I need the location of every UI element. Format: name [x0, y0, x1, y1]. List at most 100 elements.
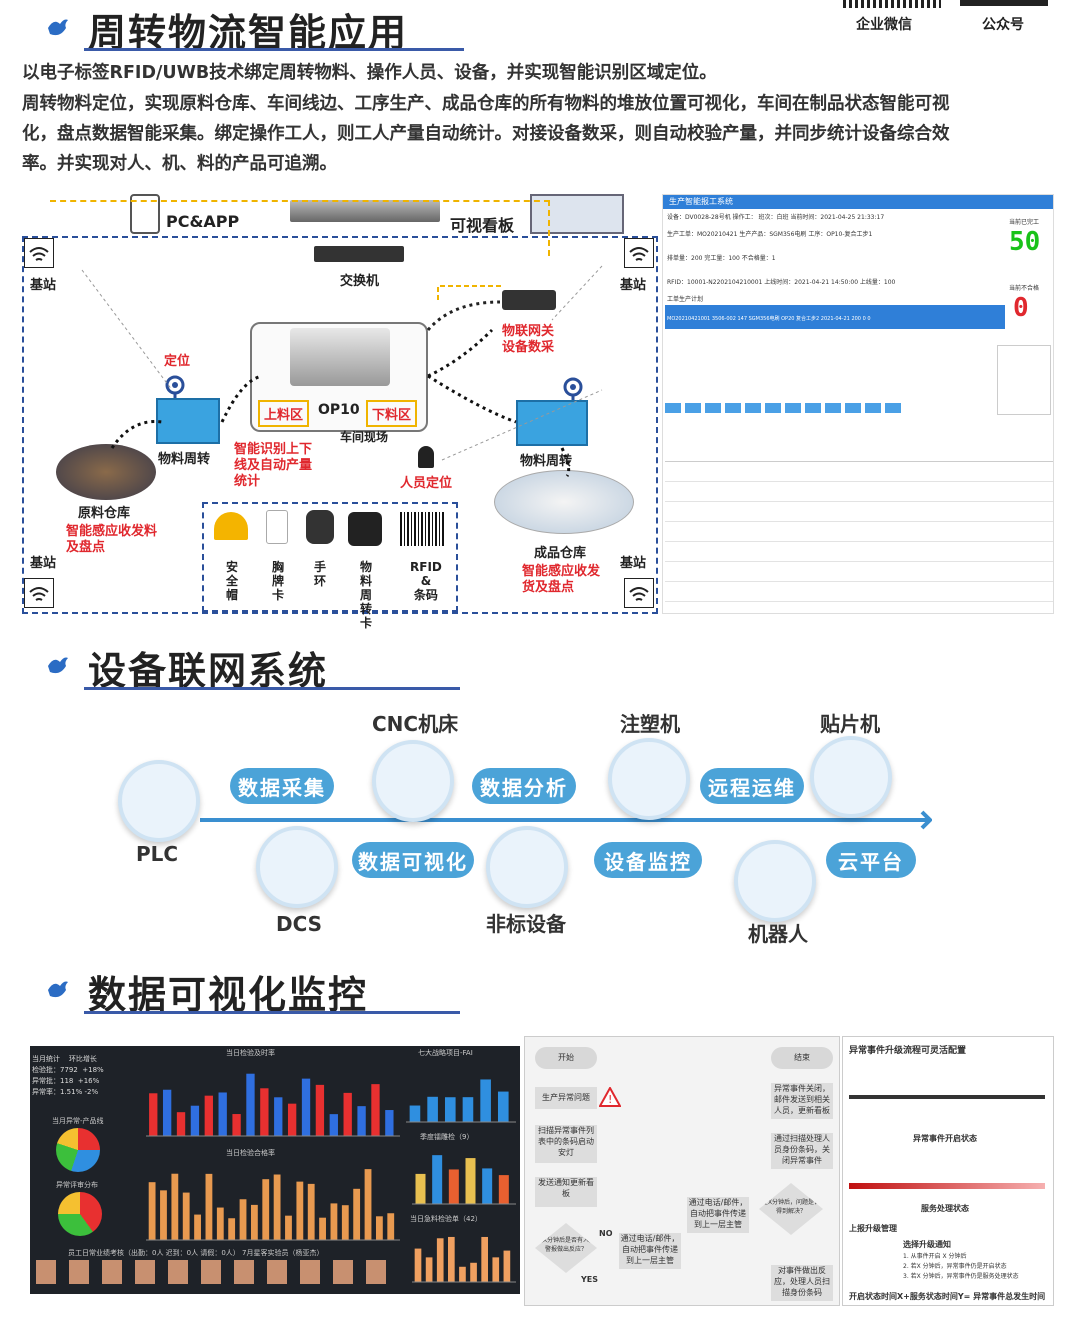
- flow-decision: 在X分钟后，问题是否得到解决？: [759, 1183, 823, 1235]
- intro-paragraph-1: 以电子标签RFID/UWB技术绑定周转物料、操作人员、设备，并实现智能识别区域定…: [22, 63, 717, 83]
- cnc-machine-icon: [290, 328, 390, 386]
- escalate-select: 选择升级通知: [903, 1240, 951, 1249]
- bar: [194, 1214, 201, 1240]
- bar: [371, 1084, 380, 1136]
- bar: [448, 1236, 455, 1282]
- bar: [436, 1238, 444, 1282]
- router-icon: [502, 290, 556, 310]
- chart-title: 员工日常业绩考核（出勤：0人 迟到：0人 请假：0人） 7月星客实验员（杨亚杰）: [68, 1249, 324, 1257]
- bar-chart-timely: [146, 1073, 400, 1137]
- stat-change: -2%: [84, 1088, 99, 1096]
- ng-label: 当前不合格: [1009, 285, 1040, 292]
- tag-icon: [348, 512, 382, 546]
- device-label-wristband: 手 环: [314, 560, 327, 588]
- escalate-rule: 1. 从事件开启 X 分钟后: [903, 1253, 967, 1260]
- material-turn-right: 物料周转: [520, 454, 573, 469]
- iot-gateway-label: 物联网关: [502, 324, 555, 339]
- flow-end: 结束: [771, 1047, 833, 1069]
- bar: [319, 1217, 326, 1240]
- flow-step: 通过电话/邮件，自动把事件传递到上一层主管: [687, 1197, 749, 1233]
- bar: [205, 1173, 213, 1240]
- flow-step: 异常事件关闭，邮件发送到相关人员，更新看板: [771, 1083, 833, 1119]
- cnc-image: [372, 740, 454, 822]
- escalate-sub3: 上报升级管理: [849, 1224, 897, 1233]
- escalate-footer: 开启状态时间X+服务状态时间Y= 异常事件总发生时间: [849, 1292, 1046, 1301]
- bar: [432, 1155, 443, 1204]
- locate-label: 定位: [164, 354, 191, 369]
- raw-store-label: 原料仓库: [78, 506, 131, 521]
- section-title-iot: 设备联网系统: [88, 649, 329, 693]
- ng-value: 0: [1013, 293, 1029, 323]
- finished-storage-image: [494, 470, 634, 534]
- escalate-rule: 3. 若X 分钟后，异常事件仍是服务处理状态: [903, 1273, 1019, 1280]
- bar: [462, 1097, 474, 1122]
- data-collect-label: 设备数采: [502, 340, 555, 355]
- bar: [182, 1192, 190, 1240]
- andon-flowchart: 开始 结束 生产异常问题 ! 扫描异常事件列表中的条码启动安灯 发送通知更新看板…: [524, 1036, 840, 1306]
- screen-toolbar: [665, 403, 905, 413]
- base-station-tl: 基站: [30, 278, 57, 293]
- bar-chart-urgent: [412, 1236, 516, 1283]
- bar: [492, 1257, 500, 1282]
- section-underline: [84, 48, 464, 51]
- bar-chart-fai: [406, 1079, 516, 1123]
- bar: [171, 1173, 179, 1240]
- bar: [232, 1114, 241, 1136]
- screen-row: 排单量：200 完工量：100 不合格量：1: [667, 255, 776, 262]
- escalate-rule: 2. 若X 分钟后，异常事件仍是开启状态: [903, 1263, 1007, 1270]
- power-dash-line: [50, 200, 550, 256]
- bar: [481, 1236, 488, 1282]
- bar: [218, 1092, 227, 1136]
- flow-step: 通过扫描处理人员身份条码，关闭异常事件: [771, 1133, 833, 1169]
- escalate-title: 异常事件升级流程可灵活配置: [849, 1046, 967, 1056]
- stats-box: 当月统计 环比增长 检验批：7792 +18% 异常批：118 +16% 异常率…: [32, 1054, 128, 1110]
- device-label-tag: 物 料 周 转 卡: [360, 560, 373, 630]
- flow-step: 生产异常问题: [535, 1087, 597, 1109]
- tag-device-monitor: 设备监控: [594, 842, 702, 878]
- device-label-dcs: DCS: [276, 912, 323, 936]
- bar: [160, 1190, 167, 1240]
- device-label-smt: 贴片机: [820, 712, 880, 736]
- stat-value: 检验批：7792: [32, 1066, 78, 1074]
- chart-title: 七大战略项目-FAI: [418, 1049, 473, 1057]
- tag-data-collect: 数据采集: [230, 768, 334, 804]
- bar: [375, 1216, 383, 1240]
- bar-chart-quarter: [412, 1155, 516, 1205]
- bar: [246, 1073, 255, 1136]
- bar: [414, 1248, 422, 1282]
- upload-zone: 上料区: [258, 400, 310, 427]
- stats-ring: 环比增长: [68, 1055, 97, 1063]
- pc-app-label: PC&APP: [166, 212, 240, 231]
- bar: [425, 1257, 433, 1282]
- official-account-label: 公众号: [982, 17, 1024, 33]
- bar-chart-pass: [146, 1169, 400, 1241]
- stat-value: 异常批：118: [32, 1077, 74, 1085]
- section-underline: [84, 1011, 460, 1014]
- svg-text:!: !: [608, 1093, 612, 1106]
- bar: [190, 1105, 200, 1136]
- bar: [149, 1093, 158, 1136]
- bar: [262, 1179, 270, 1240]
- section-underline: [84, 687, 460, 690]
- flow-step: 通过电话/邮件，自动把事件传递到上一层主管: [619, 1233, 681, 1269]
- pie-chart: [56, 1128, 100, 1172]
- chart-title: 当日检验及时率: [226, 1049, 275, 1057]
- switch-icon: [314, 246, 404, 262]
- screen-row: RFID：10001-N2202104210001 上线时间：2021-04-2…: [667, 279, 896, 286]
- wristband-icon: [306, 510, 334, 544]
- bar: [459, 1266, 466, 1282]
- flow-no-label: NO: [599, 1229, 613, 1238]
- section-title-visual: 数据可视化监控: [88, 973, 369, 1017]
- container-icon-right: [516, 400, 588, 446]
- bar: [307, 1183, 315, 1240]
- finished-store-label: 成品仓库: [534, 546, 587, 561]
- plc-image: [118, 760, 200, 842]
- timeline-line: [200, 818, 920, 822]
- smart-id-label-3: 统计: [234, 474, 261, 489]
- fin-sense-label-1: 智能感应收发: [522, 564, 601, 579]
- fin-sense-label-2: 货及盘点: [522, 580, 575, 595]
- section-title-logistics: 周转物流智能应用: [88, 11, 409, 55]
- dashboard-panel: 当月统计 环比增长 检验批：7792 +18% 异常批：118 +16% 异常率…: [30, 1046, 520, 1294]
- qr-code-wechat: [843, 0, 941, 8]
- smart-id-label-2: 线及自动产量: [234, 458, 313, 473]
